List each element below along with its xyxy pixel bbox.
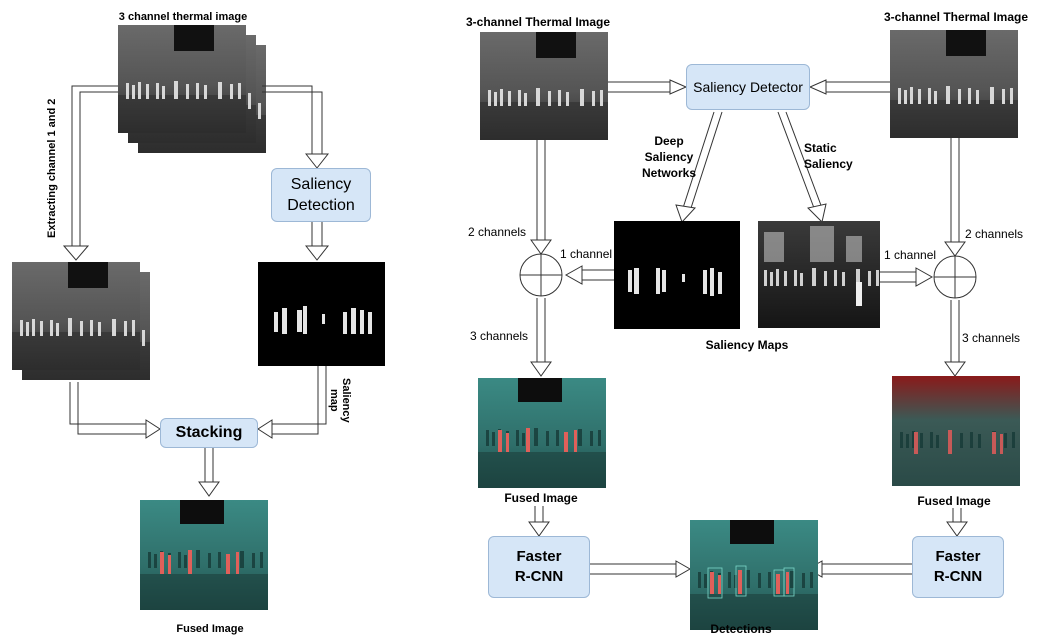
- left-arrows: [62, 85, 330, 497]
- saliency-maps-caption: Saliency Maps: [705, 338, 789, 352]
- left-two-channels-label: 2 channels: [468, 225, 527, 239]
- static-saliency-map: [758, 221, 880, 328]
- left-saliency-map: [258, 262, 385, 366]
- left-two-channel-stack: [12, 262, 150, 380]
- static-saliency-label: Static Saliency: [804, 141, 853, 171]
- detections-image: [690, 520, 818, 630]
- extract-channels-label: Extracting channel 1 and 2: [46, 98, 58, 238]
- right-faster-rcnn-box: Faster R-CNN: [912, 536, 1004, 598]
- right-left-input-title: 3-channel Thermal Image: [465, 15, 611, 29]
- left-three-channels-label: 3 channels: [470, 329, 529, 343]
- right-three-channels-label: 3 channels: [962, 331, 1021, 345]
- right-arrows: [528, 79, 968, 578]
- left-input-stack: [118, 25, 266, 153]
- saliency-detection-box: Saliency Detection: [271, 168, 371, 222]
- left-faster-rcnn-box: Faster R-CNN: [488, 536, 590, 598]
- saliency-detector-box: Saliency Detector: [686, 64, 810, 110]
- right-right-fused-caption: Fused Image: [917, 494, 991, 508]
- detections-caption: Detections: [710, 622, 772, 636]
- right-right-input-title: 3-channel Thermal Image: [883, 10, 1029, 24]
- right-input-left-image: [480, 32, 608, 140]
- right-left-fused-caption: Fused Image: [504, 491, 578, 505]
- left-input-title: 3 channel thermal image: [118, 11, 248, 23]
- right-two-channels-label: 2 channels: [965, 227, 1024, 241]
- right-one-channel-label: 1 channel: [884, 248, 937, 262]
- deep-saliency-label: Deep Saliency Networks: [641, 134, 697, 180]
- right-left-fused-image: [478, 378, 606, 488]
- right-combiners: [519, 253, 977, 299]
- left-fused-image: [140, 500, 268, 610]
- left-one-channel-label: 1 channel: [560, 247, 613, 261]
- stacking-box: Stacking: [160, 418, 258, 448]
- right-right-fused-image: [892, 376, 1020, 486]
- left-fused-caption: Fused Image: [176, 623, 244, 635]
- deep-saliency-map: [614, 221, 740, 329]
- right-input-right-image: [890, 30, 1018, 138]
- saliency-map-label: Saliency map: [328, 378, 352, 423]
